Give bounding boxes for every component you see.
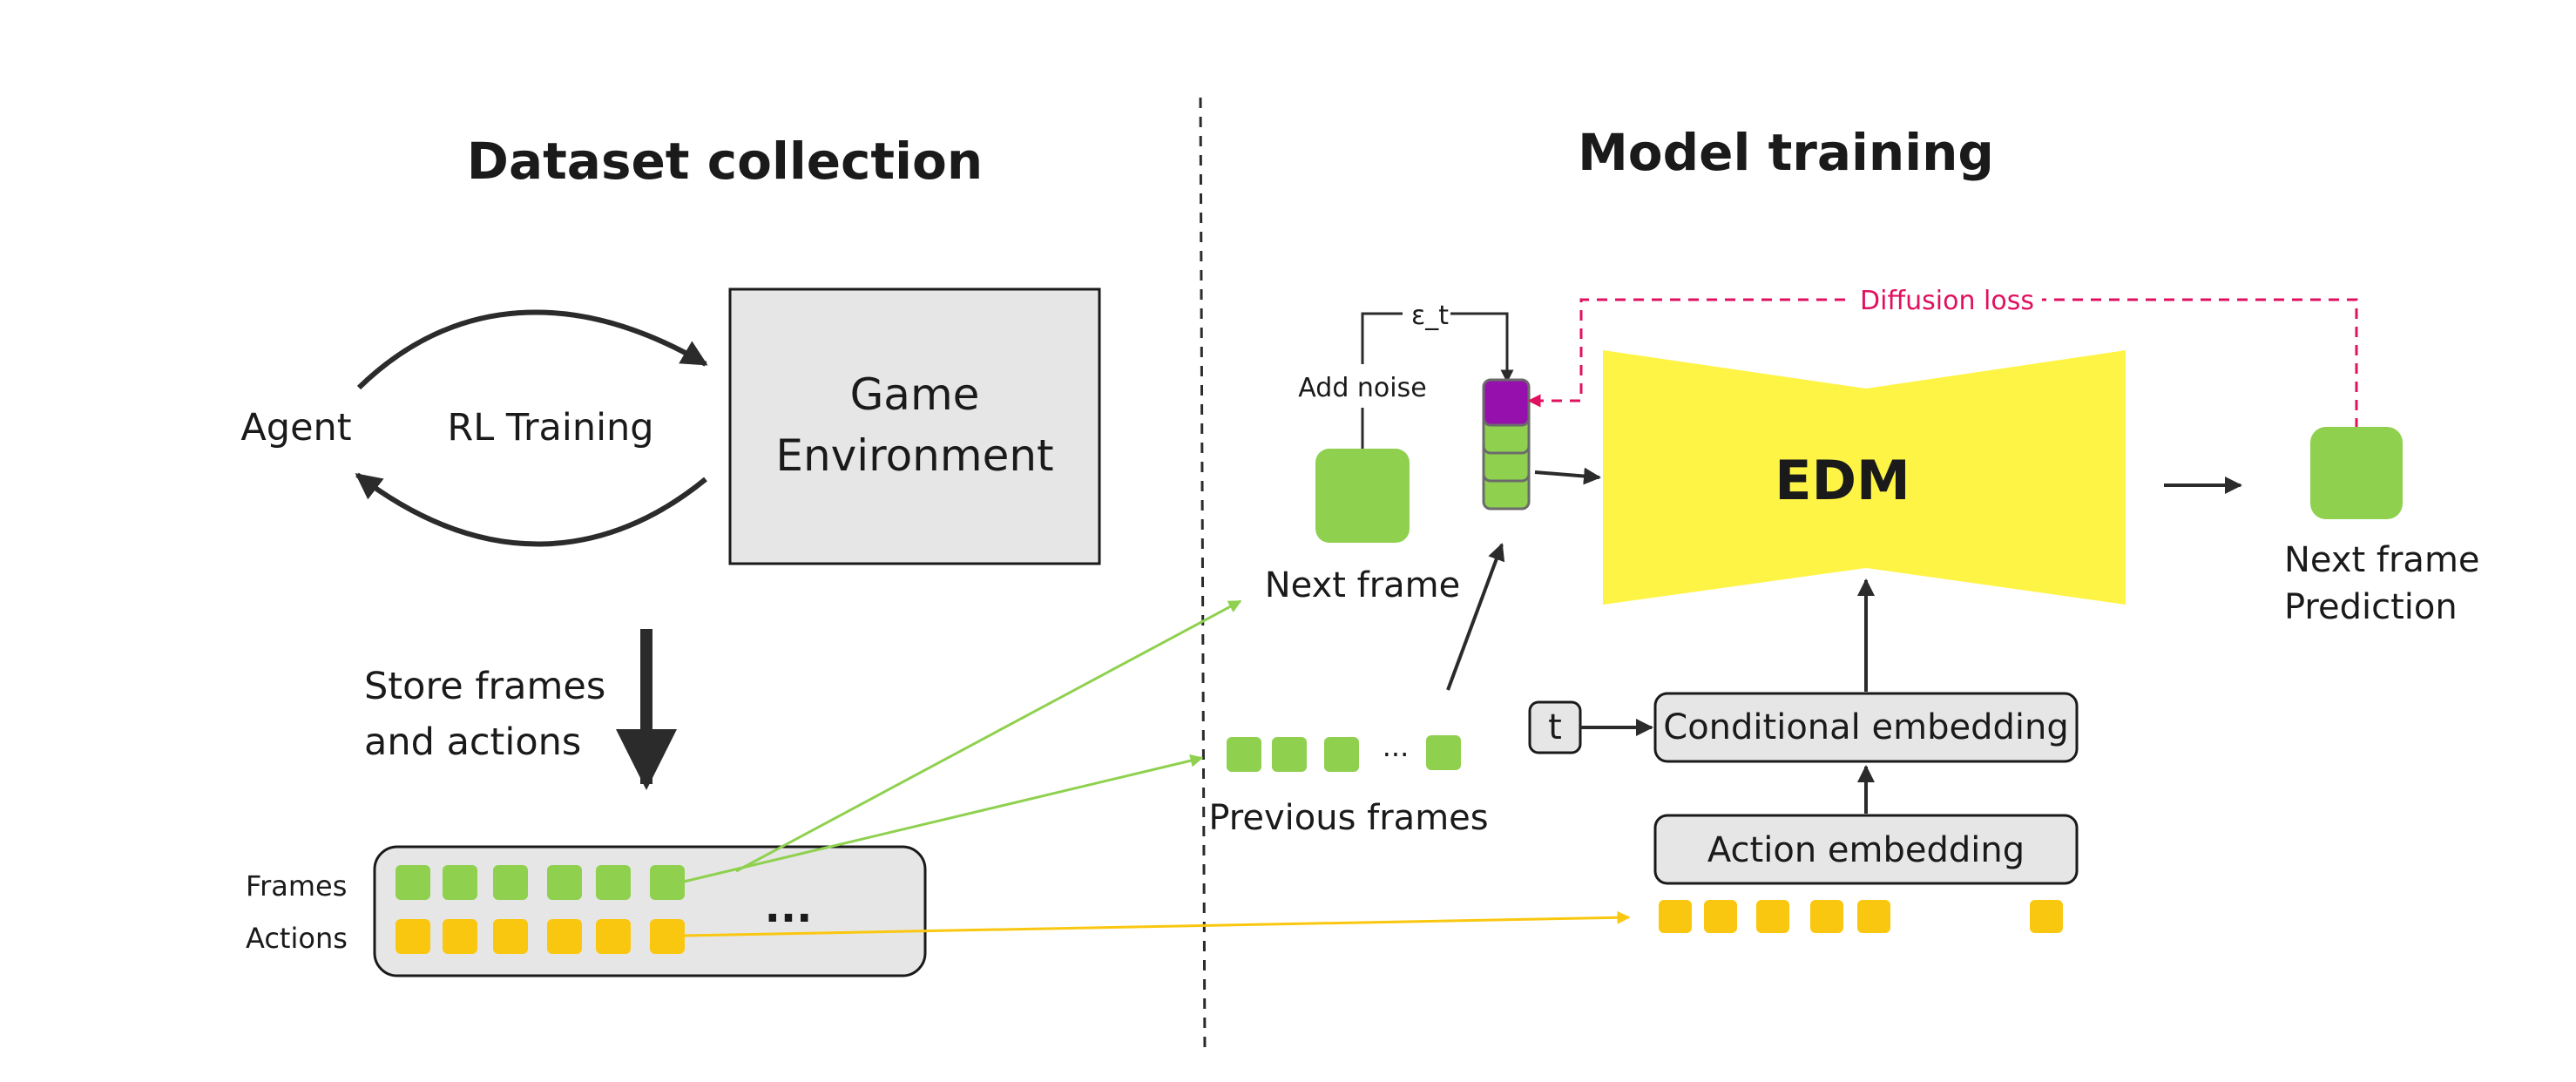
conditional-embedding-label: Conditional embedding <box>1663 707 2068 747</box>
action-token-tile <box>2030 900 2063 933</box>
buffer-frame-tile <box>443 865 477 900</box>
diffusion-loss-label-bg <box>1852 281 2042 319</box>
buffer-action-tile <box>396 919 430 954</box>
edm-model <box>1603 350 2126 605</box>
stack-to-edm-arrow <box>1534 467 1601 485</box>
frames-to-previous-frames-arrow <box>683 754 1204 883</box>
previous-to-stack-arrow <box>1446 543 1505 691</box>
store-caption-line2: and actions <box>364 720 581 764</box>
buffer-frame-tile <box>547 865 582 900</box>
buffer-frame-tile <box>650 865 685 900</box>
action-token-tile <box>1704 900 1737 933</box>
frames-to-next-frame-arrow <box>735 599 1242 873</box>
buffer-action-tile <box>493 919 528 954</box>
dataset-collection-title: Dataset collection <box>467 132 983 191</box>
agent-to-environment-arrow <box>356 309 708 390</box>
frames-row-label: Frames <box>246 869 347 903</box>
add-noise-label-bg <box>1296 364 1429 408</box>
store-caption-line1: Store frames <box>364 665 605 708</box>
previous-frames-label: Previous frames <box>1208 798 1488 838</box>
previous-frame-tile <box>1324 737 1359 772</box>
buffer-action-tile <box>547 919 582 954</box>
add-noise-label: Add noise <box>1298 373 1426 403</box>
next-frame-tile <box>1315 449 1410 543</box>
environment-to-agent-arrow <box>355 472 707 547</box>
game-environment-box <box>728 287 1101 565</box>
buffer-frame-tile <box>396 865 430 900</box>
edm-label: EDM <box>1775 449 1910 512</box>
buffer-action-tile <box>596 919 631 954</box>
prediction-label-line2: Prediction <box>2284 587 2458 627</box>
game-environment-label-line2: Environment <box>775 430 1053 481</box>
buffer-frame-tile <box>493 865 528 900</box>
conditional-embedding-box <box>1653 692 2079 763</box>
prediction-label-line1: Next frame <box>2284 540 2480 580</box>
buffer-ellipsis: ... <box>765 883 813 932</box>
section-divider <box>1199 97 1207 1057</box>
diffusion-loss-label: Diffusion loss <box>1860 286 2034 316</box>
action-token-tile <box>1857 900 1890 933</box>
buffer-frame-tiles <box>396 865 685 900</box>
previous-frame-tile <box>1227 737 1261 772</box>
actions-to-tokens-arrow <box>683 910 1631 937</box>
previous-frame-tile <box>1272 737 1307 772</box>
buffer-action-tiles <box>396 919 685 954</box>
game-environment-label-line1: Game <box>850 369 980 420</box>
action-token-tile <box>1810 900 1843 933</box>
t-token-label: t <box>1548 707 1562 747</box>
previous-frames-ellipsis: ... <box>1383 730 1410 763</box>
epsilon-label: ε_t <box>1411 301 1449 331</box>
buffer-action-tile <box>443 919 477 954</box>
action-embedding-label: Action embedding <box>1707 830 2025 870</box>
actions-row-label: Actions <box>246 922 348 955</box>
buffer-frame-tile <box>596 865 631 900</box>
action-embedding-box <box>1653 814 2079 885</box>
rl-training-label: RL Training <box>447 406 653 450</box>
action-token-tile <box>1756 900 1789 933</box>
stack-noisy-frame <box>1482 378 1531 427</box>
previous-frame-tile <box>1426 735 1461 770</box>
epsilon-arrow <box>1450 312 1514 383</box>
buffer-action-tile <box>650 919 685 954</box>
prediction-tile <box>2310 427 2403 519</box>
diffusion-loss-line <box>1527 298 2358 429</box>
agent-label: Agent <box>240 406 351 450</box>
next-frame-label: Next frame <box>1265 565 1461 605</box>
model-training-title: Model training <box>1578 123 1994 182</box>
action-token-tile <box>1659 900 1692 933</box>
